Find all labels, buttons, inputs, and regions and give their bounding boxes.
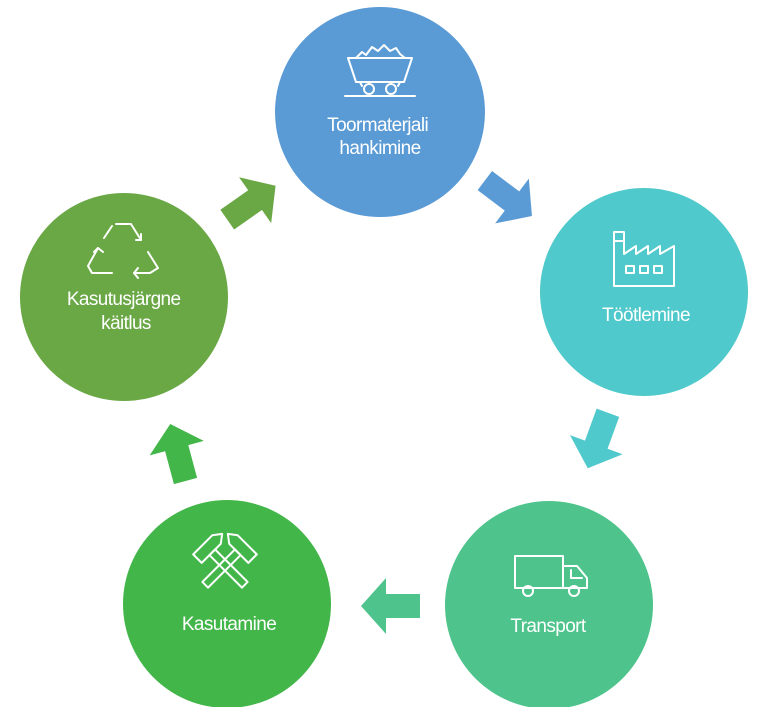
stage-label-line: käitlus (101, 313, 151, 334)
svg-text:Kasutusjärgne käitlus: Kasutusjärgne käitlus (67, 289, 185, 334)
stage-usage: Kasutamine (123, 500, 331, 707)
stage-label-line: Toormaterjali (327, 115, 428, 136)
arrow-processing-to-transport (569, 408, 623, 469)
stage-circle (20, 193, 228, 401)
truck-icon (514, 555, 588, 597)
stage-label-line: Kasutusjärgne (67, 289, 181, 310)
stage-label-line: Kasutamine (182, 614, 276, 635)
arrow-end-of-life-to-raw (220, 177, 276, 230)
arrow-shape (220, 177, 276, 230)
svg-text:Kasutamine: Kasutamine (182, 614, 276, 635)
stage-label-line: Töötlemine (602, 305, 690, 326)
stage-circle (275, 7, 485, 217)
svg-text:Toormaterjali hankimine: Toormaterjali hankimine (327, 115, 433, 159)
arrow-shape (149, 424, 204, 485)
arrow-raw-to-processing (477, 170, 532, 224)
recycle-icon (87, 223, 159, 279)
svg-text:Töötlemine: Töötlemine (602, 305, 690, 326)
stage-label-line: hankimine (339, 138, 420, 159)
mine-cart-icon (344, 44, 416, 97)
stage-label-line: Transport (510, 616, 587, 637)
arrow-transport-to-usage (361, 578, 420, 634)
crossed-hammers-icon (192, 532, 258, 589)
arrow-shape (477, 170, 532, 224)
stage-processing: Töötlemine (540, 188, 748, 396)
stage-raw-material: Toormaterjali hankimine (275, 7, 485, 217)
arrow-shape (361, 578, 420, 634)
factory-icon (613, 231, 675, 287)
stage-transport: Transport (445, 501, 653, 707)
stage-circle (123, 500, 331, 707)
arrow-usage-to-end-of-life (149, 424, 204, 485)
stage-end-of-life: Kasutusjärgne käitlus (20, 193, 228, 401)
arrow-shape (569, 408, 623, 469)
svg-text:Transport: Transport (510, 616, 587, 637)
stage-circle (540, 188, 748, 396)
stage-circle (445, 501, 653, 707)
